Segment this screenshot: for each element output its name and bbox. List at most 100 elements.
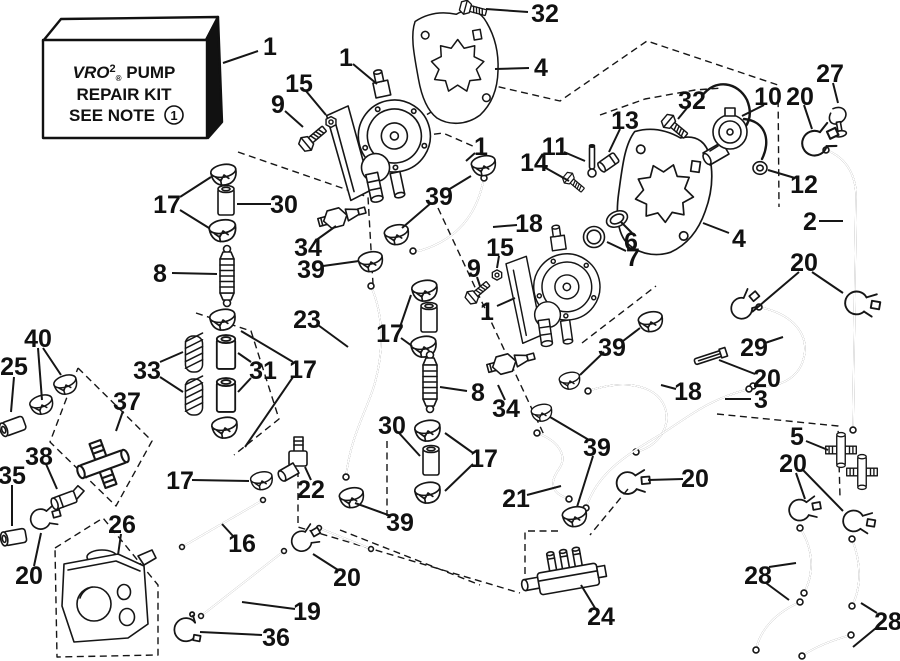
leader-line-34 xyxy=(497,384,506,401)
leader-line-20 xyxy=(803,104,813,130)
part-clamp-17-23 xyxy=(209,163,237,186)
part-sleeve-30-35 xyxy=(420,301,438,333)
tube-16 xyxy=(178,496,267,551)
callout-20: 20 xyxy=(779,450,807,478)
callout-17: 17 xyxy=(470,445,498,473)
leader-line-20 xyxy=(795,472,806,500)
dashed-group-line-12 xyxy=(49,367,153,507)
callout-30: 30 xyxy=(270,191,298,219)
leader-line-39 xyxy=(401,202,432,229)
leader-line-36 xyxy=(199,631,263,636)
callout-3: 3 xyxy=(754,386,768,414)
callout-13: 13 xyxy=(611,107,639,135)
box-line-3: SEE NOTE xyxy=(69,106,155,125)
leader-line-13 xyxy=(608,128,621,153)
leader-line-20 xyxy=(811,271,844,294)
leader-line-15 xyxy=(305,90,327,116)
wire-primer-arc xyxy=(700,83,751,132)
callout-20: 20 xyxy=(786,83,814,111)
leader-line-29 xyxy=(764,336,784,344)
leader-line-19 xyxy=(241,601,296,610)
part-screw-14-47 xyxy=(561,171,585,193)
dashed-group-line-3 xyxy=(599,87,723,116)
callout-34: 34 xyxy=(492,395,520,423)
part-mount-plate-1-2 xyxy=(412,9,499,125)
leader-line-18 xyxy=(492,224,518,228)
leader-line-4 xyxy=(702,222,730,234)
box-line-1: VRO2® PUMP xyxy=(73,63,176,83)
part-screw-9-44 xyxy=(464,281,491,305)
part-clamp-40-33 xyxy=(29,394,54,416)
callout-29: 29 xyxy=(740,334,768,362)
part-connector-38-61 xyxy=(50,484,85,511)
part-wrap-33-40 xyxy=(184,375,204,416)
callout-33: 33 xyxy=(133,357,161,385)
leader-line-31 xyxy=(237,377,252,393)
callout-39: 39 xyxy=(297,256,325,284)
part-clamp-20-10 xyxy=(788,495,822,522)
leader-line-17 xyxy=(399,294,412,328)
leader-line-12 xyxy=(767,169,796,179)
leader-line-39 xyxy=(579,351,605,376)
callout-32: 32 xyxy=(678,87,706,115)
leader-line-25 xyxy=(10,376,15,413)
hose-18a xyxy=(409,174,488,255)
callout-1: 1 xyxy=(263,33,277,61)
leader-line-4 xyxy=(494,67,530,70)
leader-line-40 xyxy=(42,347,62,376)
dashed-group-line-8 xyxy=(524,530,558,576)
part-clamp-17-25 xyxy=(208,308,236,331)
leader-line-23 xyxy=(317,324,349,348)
part-clamp-20-9 xyxy=(615,469,651,495)
callout-14: 14 xyxy=(520,149,548,177)
part-clamp-39-16 xyxy=(383,223,410,246)
dashed-group-line-2 xyxy=(376,40,780,208)
part-cap-35-66 xyxy=(0,527,28,547)
leader-line-28 xyxy=(765,582,790,601)
callout-20: 20 xyxy=(15,562,43,590)
part-cap-25-65 xyxy=(0,415,27,438)
callout-32: 32 xyxy=(531,0,559,28)
leader-line-14 xyxy=(543,166,570,182)
part-wrap-33-39 xyxy=(184,332,204,373)
callout-10: 10 xyxy=(754,83,782,111)
leader-line-30 xyxy=(398,432,421,457)
part-sleeve-30-36 xyxy=(422,444,440,476)
part-clamp-17-31 xyxy=(249,471,273,491)
leader-line-17 xyxy=(444,432,474,454)
leader-line-40 xyxy=(37,347,43,401)
part-clamp-40-32 xyxy=(53,374,78,396)
callout-34: 34 xyxy=(294,234,322,262)
dashed-group-line-9 xyxy=(589,488,629,536)
leader-line-17 xyxy=(444,463,474,492)
callout-38: 38 xyxy=(25,443,53,471)
part-filter-8-41 xyxy=(219,244,235,308)
callout-31: 31 xyxy=(249,357,277,385)
part-screw-32-46 xyxy=(660,113,689,139)
callout-9: 9 xyxy=(271,91,285,119)
part-clamp-39-21 xyxy=(561,505,588,528)
leader-line-1 xyxy=(465,152,476,162)
part-sleeve-31-38 xyxy=(215,377,237,413)
leader-line-26 xyxy=(117,533,122,556)
leader-line-8 xyxy=(439,386,468,392)
part-clamp-20-6 xyxy=(801,121,840,157)
part-primer-solenoid-10-4 xyxy=(702,107,748,166)
part-oring-7-54 xyxy=(582,225,606,249)
callout-21: 21 xyxy=(502,485,530,513)
leader-line-39 xyxy=(549,416,590,441)
part-fitting-13-51 xyxy=(597,152,620,173)
hose-28b xyxy=(752,598,804,654)
repair-kit-note-box: VRO2® PUMP REPAIR KIT SEE NOTE 1 xyxy=(41,15,224,140)
callout-36: 36 xyxy=(262,624,290,652)
callout-35: 35 xyxy=(0,462,26,490)
callout-26: 26 xyxy=(108,511,136,539)
part-clamp-20-8 xyxy=(730,288,762,320)
part-sleeve-30-34 xyxy=(217,184,235,216)
part-clamp-20-7 xyxy=(844,290,882,318)
callout-4: 4 xyxy=(732,225,746,253)
leader-line-34 xyxy=(314,225,337,242)
leader-line-38 xyxy=(45,463,58,490)
